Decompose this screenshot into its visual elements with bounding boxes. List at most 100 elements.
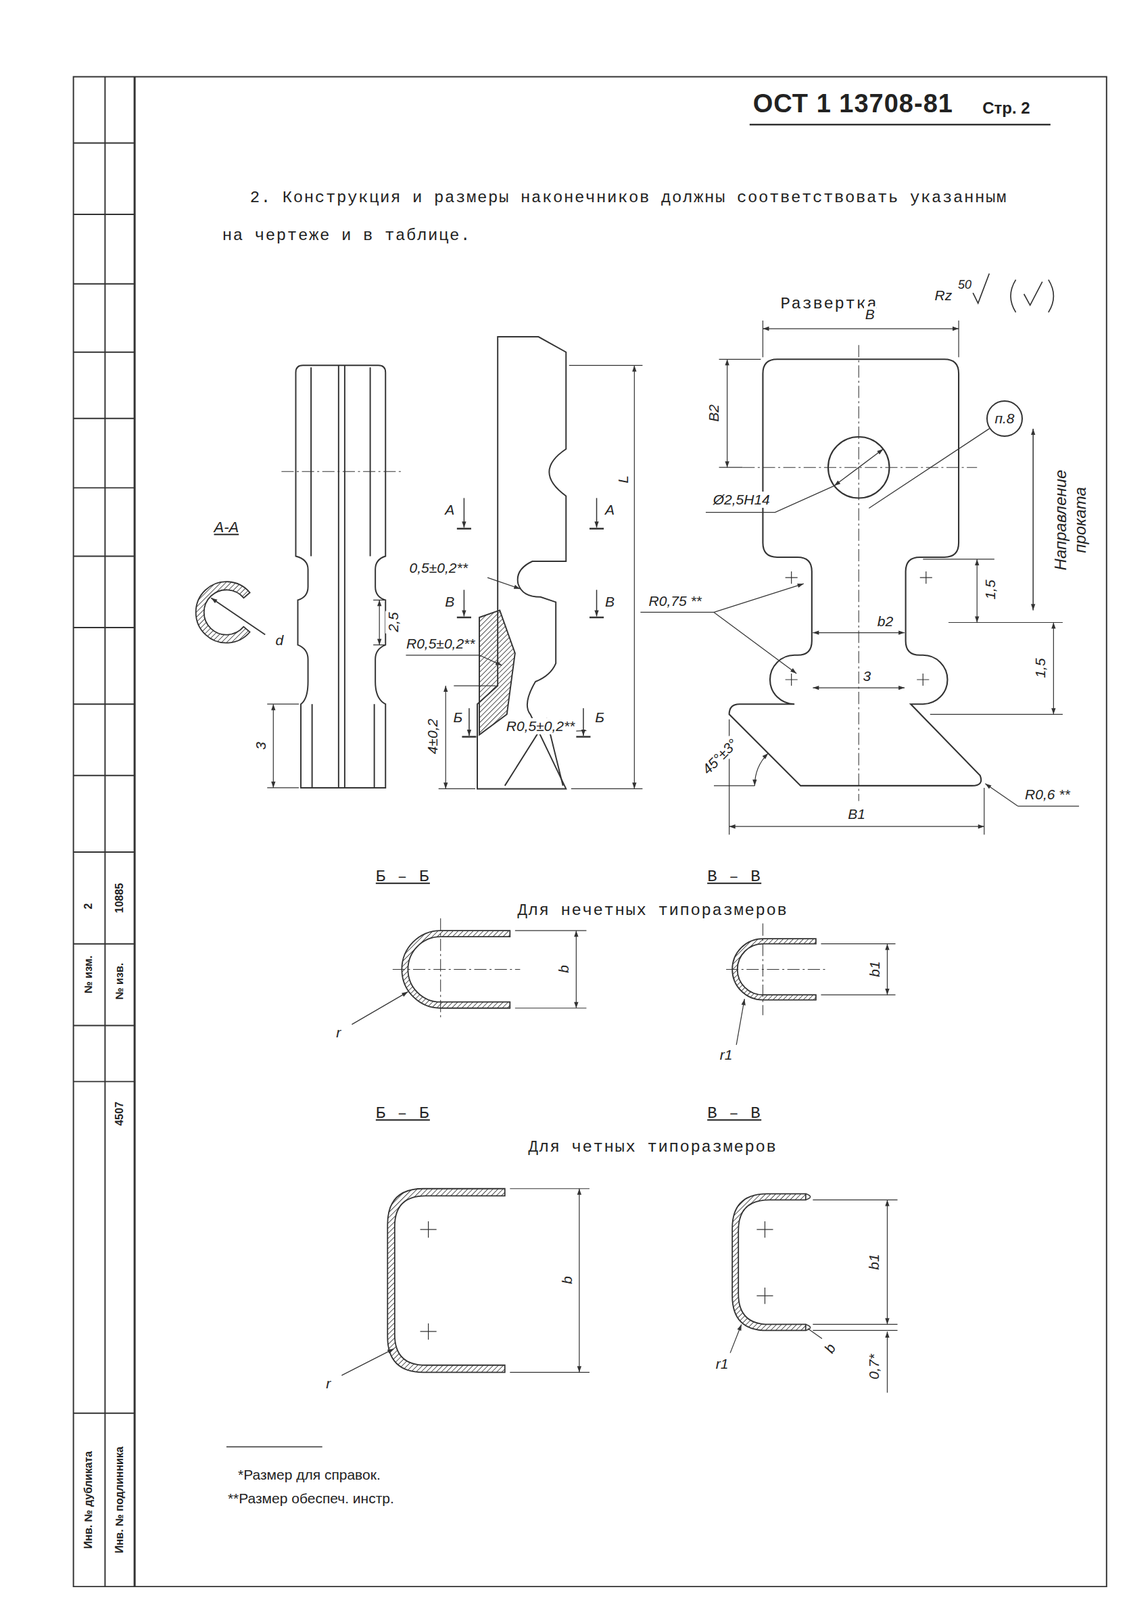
- dimension-label: В: [603, 593, 616, 610]
- dimension-label: 2,5: [385, 611, 402, 634]
- cross-sections-part: [886, 1331, 888, 1393]
- dimension-label: b: [559, 1274, 576, 1286]
- footnote: **Размер обеспеч. инстр.: [226, 1490, 396, 1507]
- dimension-label: Б: [452, 708, 465, 725]
- cross-sections-part: [575, 930, 577, 1008]
- page-frame-part: [104, 76, 106, 1587]
- stamp-field: 4507: [112, 1100, 126, 1128]
- cross-sections-part: [578, 1188, 580, 1373]
- section-title: Б – Б: [374, 1104, 432, 1124]
- side-view-part: [479, 609, 516, 735]
- cross-sections-part: [730, 1323, 742, 1353]
- dimension-lines-part: [487, 577, 520, 589]
- side-view: [457, 336, 604, 789]
- dimension-label: B1: [846, 805, 867, 823]
- flat-pattern-part: [785, 571, 933, 686]
- roughness-symbol-part: [1024, 281, 1043, 306]
- side-view-part: [463, 497, 466, 528]
- section-a-a: [196, 581, 266, 643]
- page-frame-part: [133, 76, 136, 1587]
- dimension-lines-part: [1032, 428, 1034, 611]
- dimension-label: R0,5±0,2**: [404, 635, 476, 652]
- section-title: В – В: [705, 868, 763, 887]
- dimension-label: В: [443, 593, 456, 610]
- dimension-lines-part: [719, 358, 762, 468]
- dimension-lines-part: [868, 428, 990, 509]
- dimension-lines-part: [729, 719, 985, 835]
- flat-pattern-part: [742, 467, 977, 468]
- dimension-lines-part: [713, 784, 755, 786]
- dimension-label: L: [615, 473, 632, 485]
- cross-sections: [341, 918, 898, 1392]
- stamp-field: Инв. № дубликата: [82, 1448, 95, 1550]
- dimension-label: r: [334, 1024, 343, 1041]
- dimension-lines-part: [713, 611, 797, 674]
- cross-sections-part: [805, 1193, 811, 1330]
- dimension-lines-part: [438, 685, 496, 789]
- side-view-part: [596, 497, 598, 528]
- callout-circle: п.8: [986, 400, 1023, 437]
- dimension-lines-part: [762, 327, 959, 329]
- cross-sections-part: [420, 1220, 437, 1340]
- footnote-rule: [226, 1446, 323, 1448]
- direction-note: Направление проката: [1051, 454, 1091, 586]
- cross-sections-part: [387, 1188, 505, 1373]
- stamp-field: Инв. № подлинника: [112, 1444, 126, 1555]
- front-view: [281, 365, 402, 788]
- page-number: Стр. 2: [980, 98, 1031, 118]
- page-frame-part: [73, 76, 1107, 1587]
- dimension-label: b: [555, 963, 572, 975]
- dimension-label: 45°±3°: [698, 734, 743, 779]
- cross-sections-part: [886, 943, 888, 995]
- dimension-lines: [267, 320, 1079, 835]
- dimension-lines-part: [985, 783, 1018, 806]
- dimension-label: B2: [705, 402, 723, 424]
- flat-pattern: [729, 344, 982, 801]
- dimension-label: A: [603, 501, 616, 518]
- dimension-label: R0,5±0,2**: [505, 717, 576, 735]
- dimension-label: b: [820, 1339, 841, 1358]
- standard-number: ОСТ 1 13708-81: [751, 89, 955, 119]
- dimension-label: d: [274, 632, 286, 649]
- front-view-part: [310, 367, 312, 556]
- cross-sections-part: [807, 1327, 823, 1338]
- roughness-symbol: [972, 273, 1054, 313]
- dimension-lines-part: [762, 320, 959, 357]
- footnote: *Размер для справок.: [236, 1466, 382, 1483]
- dimension-lines-part: [373, 599, 386, 645]
- dimension-label: R0,75 **: [647, 592, 704, 609]
- dimension-label: 0,5±0,2**: [408, 559, 470, 576]
- side-view-part: [596, 589, 598, 616]
- dimension-lines-part: [569, 365, 643, 789]
- dimension-label: 1,5: [982, 578, 999, 601]
- page-frame-part: [749, 123, 1051, 126]
- dimension-label: b1: [866, 959, 883, 978]
- side-view-part: [582, 707, 585, 736]
- cross-sections-part: [509, 1188, 590, 1373]
- footnote-rule-part: [226, 1446, 323, 1448]
- front-view-part: [373, 703, 376, 788]
- dimension-lines-part: [1053, 622, 1054, 715]
- cross-sections-part: [736, 998, 745, 1045]
- cross-sections-part: [392, 918, 521, 1021]
- callout-number: п.8: [994, 410, 1015, 427]
- flat-pattern-part: [858, 344, 860, 801]
- roughness-value: 50: [956, 277, 973, 293]
- roughness-symbol-part: [1010, 279, 1017, 313]
- dimension-lines-part: [713, 583, 804, 612]
- dimension-lines-part: [640, 611, 714, 613]
- cross-sections-part: [812, 1199, 898, 1330]
- dimension-label: 0,7*: [866, 1352, 883, 1381]
- dimension-lines-part: [705, 485, 835, 512]
- dimension-lines-part: [976, 559, 978, 623]
- page-frame-part: [73, 142, 136, 1413]
- front-view-part: [338, 365, 340, 788]
- side-view-part: [457, 528, 604, 737]
- cross-sections-part: [351, 991, 408, 1025]
- cross-sections-part: [732, 1193, 806, 1330]
- section-title: Б – Б: [374, 868, 432, 887]
- dimension-lines-part: [729, 826, 985, 827]
- dimension-label: Ø2,5H14: [711, 491, 772, 508]
- caption-text: Для четных типоразмеров: [526, 1137, 779, 1157]
